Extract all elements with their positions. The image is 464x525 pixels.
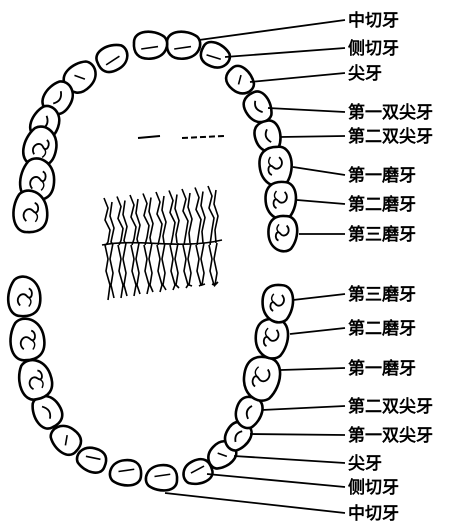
upper-tooth-label: 第三磨牙	[348, 224, 416, 245]
side-view-teeth-sketch	[102, 136, 224, 300]
lower-tooth-leader-line	[281, 368, 345, 370]
upper-tooth-leader-line	[268, 108, 345, 112]
lower-tooth-label: 第一双尖牙	[348, 425, 433, 446]
lower-dental-arch	[8, 277, 293, 491]
upper-tooth-label: 尖牙	[348, 63, 382, 84]
side-lower-tooth	[170, 243, 179, 290]
lower-right-central-incisor	[146, 465, 177, 490]
lower-tooth-label: 尖牙	[348, 453, 382, 474]
lower-tooth-label: 第一磨牙	[348, 358, 416, 379]
side-upper-tooth	[195, 188, 205, 246]
side-lower-tooth	[105, 243, 114, 300]
upper-tooth-leader-line	[225, 48, 345, 57]
upper-tooth-label: 第二双尖牙	[348, 126, 433, 147]
lower-tooth-leader-line	[165, 493, 345, 513]
tooth-labels: 中切牙侧切牙尖牙第一双尖牙第二双尖牙第一磨牙第二磨牙第三磨牙第三磨牙第二磨牙第一…	[348, 10, 433, 524]
lower-tooth-label: 中切牙	[348, 503, 399, 524]
upper-left-central-incisor	[134, 32, 167, 59]
lower-tooth-leader-line	[293, 294, 345, 300]
lower-tooth-label: 第二磨牙	[348, 318, 416, 339]
upper-tooth-label: 中切牙	[348, 10, 399, 31]
upper-tooth-label: 第一磨牙	[348, 165, 416, 186]
side-upper-tooth	[208, 186, 218, 245]
side-upper-tooth	[169, 191, 179, 246]
upper-left-lateral-incisor	[93, 40, 132, 76]
upper-right-lateral-incisor	[197, 38, 233, 72]
upper-right-second-molar	[266, 182, 296, 219]
lower-left-second-molar	[9, 317, 46, 361]
lower-tooth-leader-line	[250, 434, 345, 435]
lower-tooth-leader-line	[290, 328, 345, 334]
side-lower-tooth	[196, 243, 205, 286]
side-upper-tooth	[143, 194, 153, 246]
lower-tooth-label: 侧切牙	[348, 477, 399, 498]
side-upper-tooth	[104, 198, 114, 245]
upper-tooth-leader-line	[280, 136, 345, 137]
side-lower-tooth	[157, 243, 166, 292]
side-upper-tooth	[130, 195, 140, 245]
upper-right-third-molar	[268, 215, 298, 251]
upper-tooth-label: 第一双尖牙	[348, 102, 433, 123]
lower-tooth-leader-line	[207, 474, 345, 487]
lower-left-third-molar	[8, 277, 40, 317]
side-lower-tooth	[131, 243, 140, 296]
lower-left-central-incisor	[110, 460, 141, 485]
side-lower-tooth	[144, 243, 153, 294]
lower-tooth-label: 第二双尖牙	[348, 396, 433, 417]
upper-tooth-leader-line	[199, 20, 345, 40]
side-upper-tooth	[156, 192, 166, 245]
side-lower-tooth	[183, 243, 192, 288]
side-lower-tooth	[118, 243, 127, 298]
upper-dental-arch	[13, 32, 298, 252]
lower-tooth-leader-line	[262, 406, 345, 410]
lower-right-third-molar	[262, 284, 294, 322]
side-upper-tooth	[182, 189, 192, 245]
side-lower-tooth	[209, 243, 218, 285]
side-upper-tooth	[117, 197, 127, 246]
upper-tooth-leader-line	[293, 167, 345, 175]
upper-tooth-leader-line	[297, 200, 345, 204]
palate-mark	[138, 136, 160, 138]
upper-left-third-molar	[13, 190, 48, 233]
palate-mark	[182, 136, 224, 138]
lower-right-second-molar	[254, 318, 289, 360]
lower-tooth-label: 第三磨牙	[348, 284, 416, 305]
lower-tooth-leader-line	[234, 456, 345, 463]
upper-tooth-label: 侧切牙	[348, 38, 399, 59]
upper-right-central-incisor	[167, 32, 200, 59]
upper-tooth-leader-line	[250, 73, 345, 82]
upper-tooth-label: 第二磨牙	[348, 194, 416, 215]
